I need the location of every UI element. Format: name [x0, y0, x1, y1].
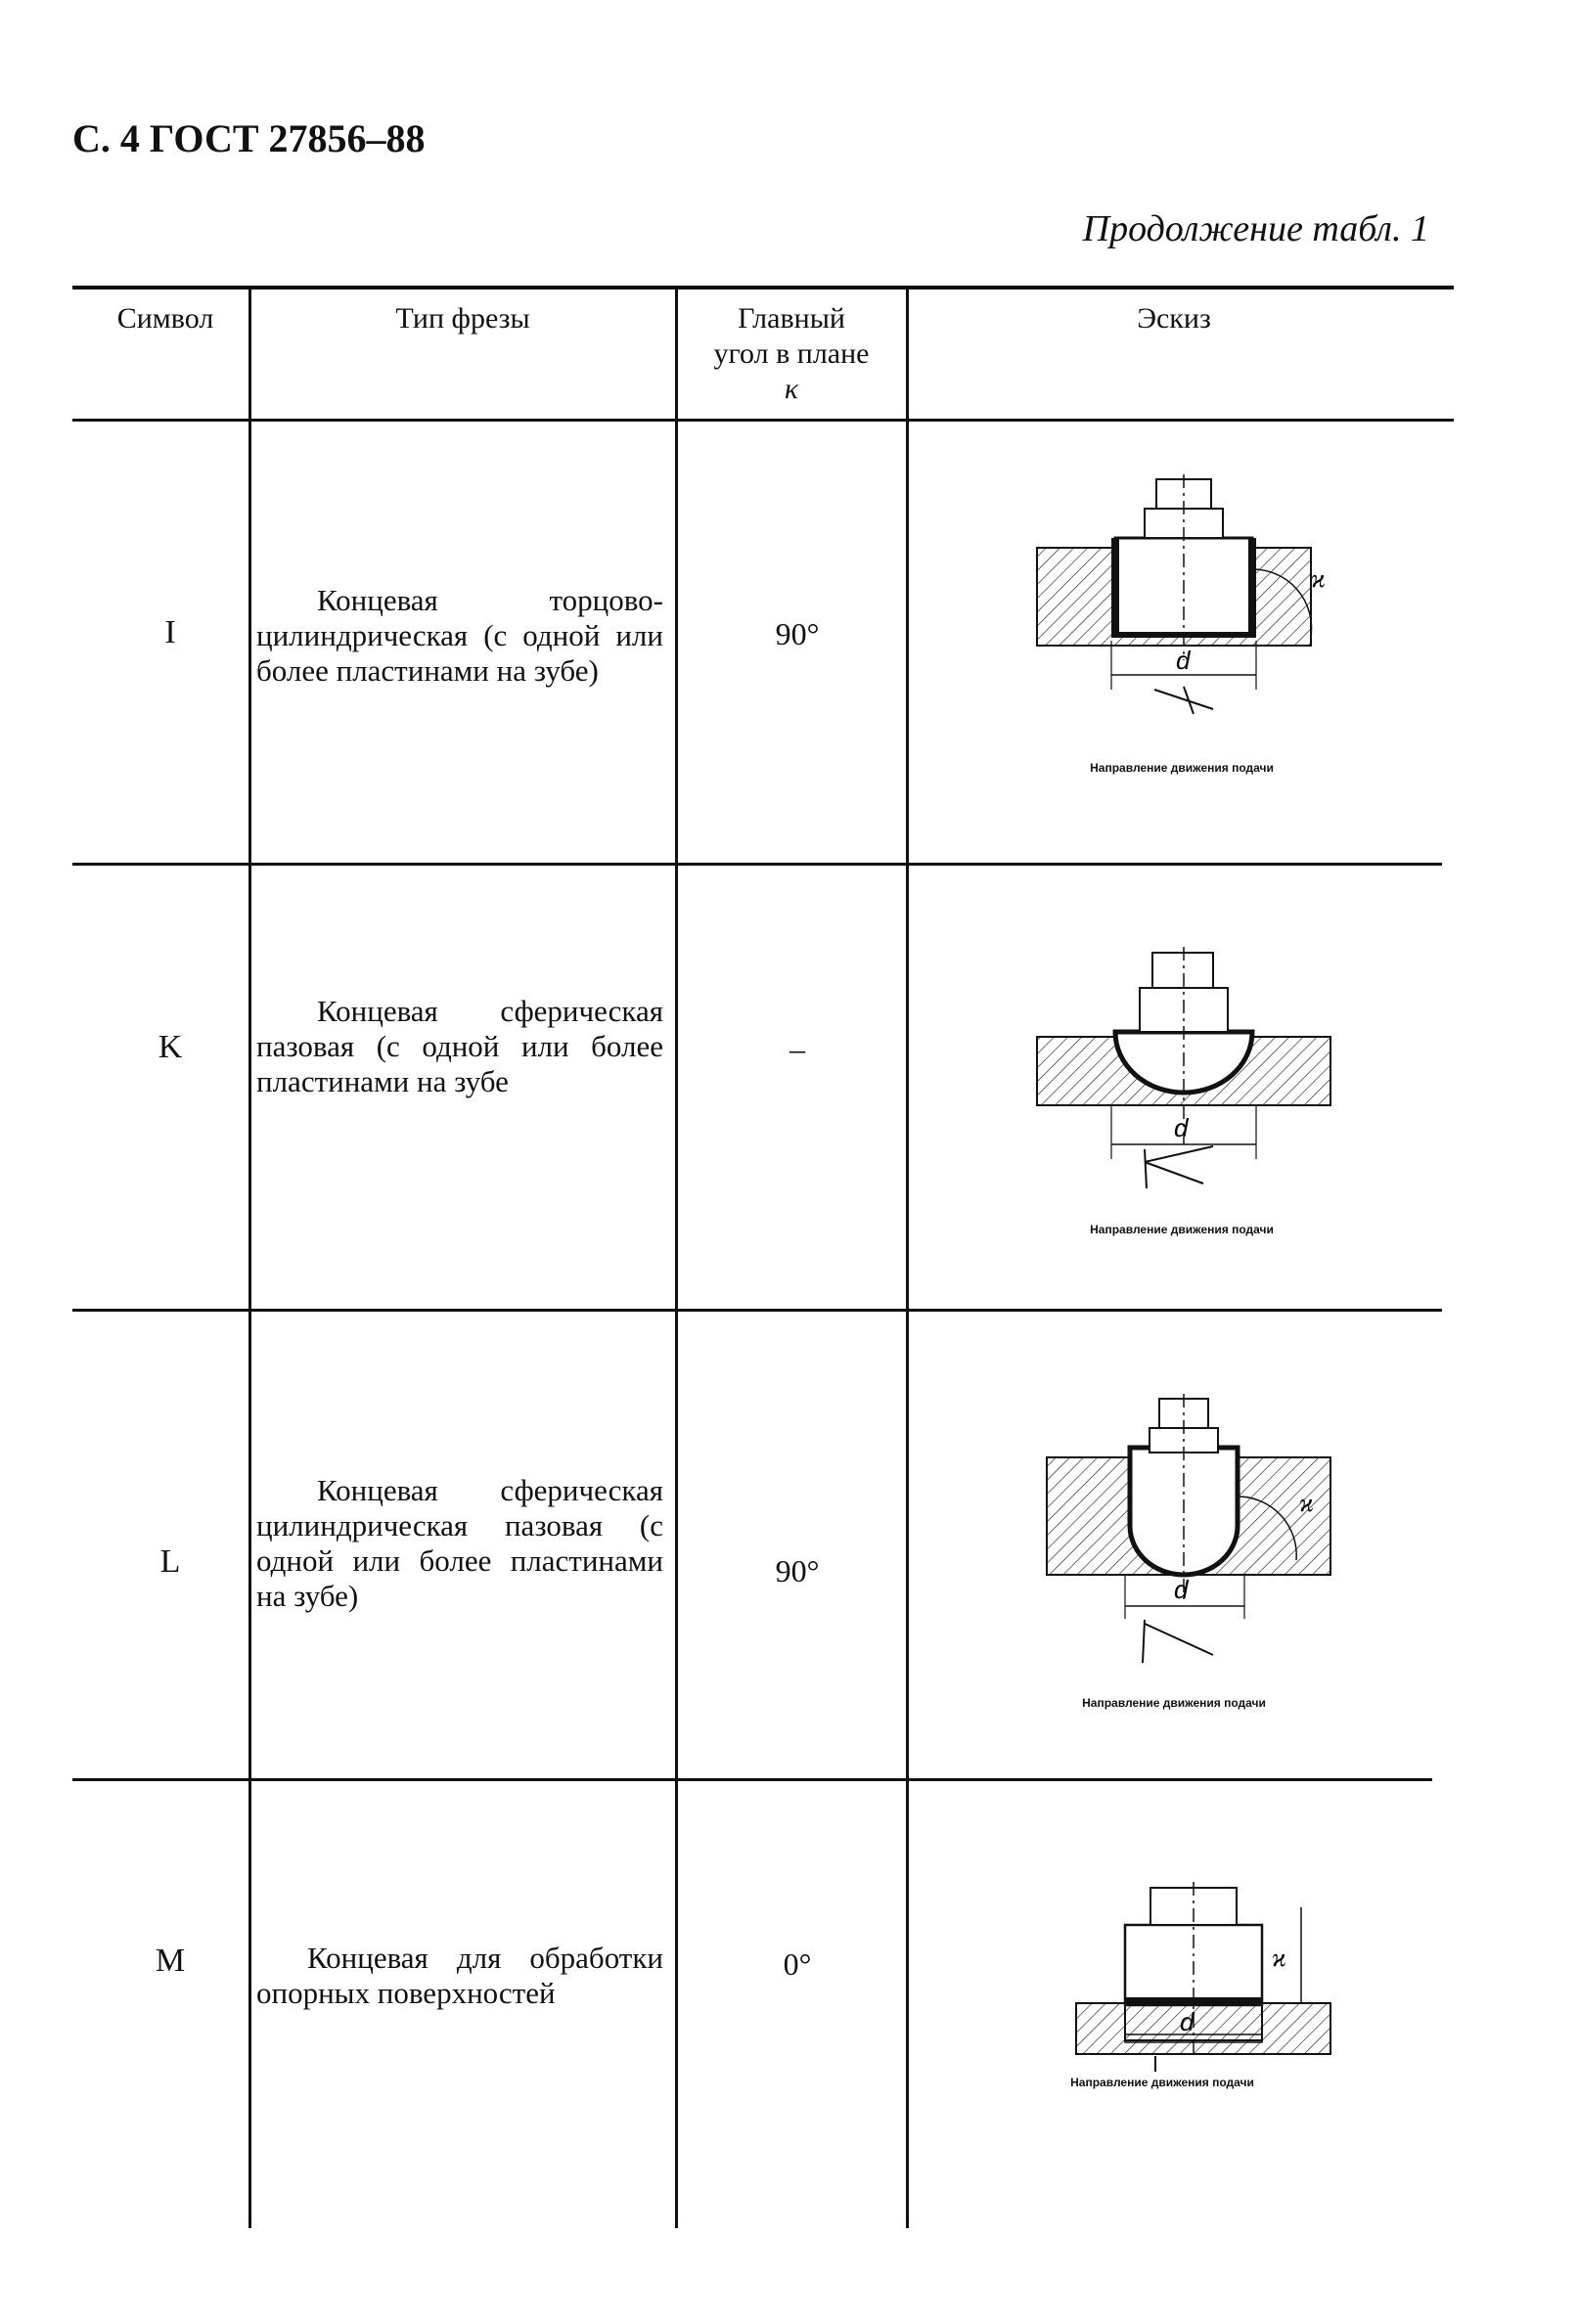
row-1-sketch: ϰ d: [1036, 474, 1326, 714]
column-header-angle-line1: Главный: [738, 302, 845, 335]
row-2-sketch-feed-arrow-2: [1144, 1161, 1204, 1184]
header-bottom-rule: [72, 419, 1454, 422]
row-1-symbol: I: [164, 614, 176, 650]
row-3-angle: 90°: [775, 1553, 820, 1588]
row-4-sketch: ϰ d: [1075, 1882, 1331, 2072]
row-2-sketch-feed-arrow: [1144, 1145, 1214, 1163]
row-divider-1: [72, 863, 1442, 866]
row-2-sketch-dim-label: d: [1174, 1113, 1190, 1142]
row-3-sketch-feed-arrow: [1144, 1623, 1214, 1656]
row-2-sketch-cutter-neck: [1139, 987, 1229, 1033]
row-4-type: Концевая для обработки опорных поверхнос…: [256, 1941, 663, 2010]
table-top-rule: [72, 286, 1454, 290]
row-3-symbol: L: [159, 1543, 181, 1580]
row-4-symbol: M: [155, 1943, 186, 1979]
row-2-type: Концевая сферическая пазовая (с одной ил…: [256, 994, 663, 1098]
row-1-type: Концевая торцово-цилиндрическая (с одной…: [256, 583, 663, 688]
row-2-sketch-caption: Направление движения подачи: [1090, 1223, 1274, 1236]
row-4-sketch-angle-label: ϰ: [1272, 1944, 1286, 1972]
row-1-sketch-insert-left: [1111, 538, 1119, 636]
row-3-sketch-angle-arc: [1237, 1496, 1297, 1561]
row-2-sketch: d: [1036, 947, 1331, 1189]
column-header-angle-symbol: κ: [784, 373, 799, 405]
column-rule-3: [906, 286, 909, 2228]
row-3-type: Концевая сферическая цилиндрическая пазо…: [256, 1473, 663, 1613]
row-4-sketch-caption: Направление движения подачи: [1070, 2076, 1254, 2089]
row-3-sketch-dim-label: d: [1174, 1575, 1190, 1604]
row-1-sketch-feed-arrow-2: [1183, 686, 1195, 714]
row-divider-3: [72, 1778, 1432, 1781]
row-2-sketch-feed-arrow-3: [1144, 1148, 1148, 1189]
row-4-angle: 0°: [783, 1946, 812, 1982]
table-continuation-note: Продолжение табл. 1: [1082, 208, 1429, 249]
row-1-sketch-angle-label: ϰ: [1311, 564, 1326, 593]
column-header-type: Тип фрезы: [395, 302, 530, 335]
row-4-sketch-dim-label: d: [1180, 2007, 1195, 2036]
page-header: С. 4 ГОСТ 27856–88: [72, 116, 426, 160]
row-1-sketch-insert-right: [1248, 538, 1256, 636]
row-divider-2: [72, 1309, 1442, 1312]
row-3-sketch-feed-arrow-2: [1142, 1619, 1146, 1664]
row-2-sketch-cutter-shank: [1151, 952, 1214, 989]
column-header-sketch: Эскиз: [1137, 302, 1211, 335]
column-rule-2: [675, 286, 678, 2228]
row-1-sketch-angle-arc: [1251, 568, 1313, 637]
row-1-sketch-dim-label: d: [1176, 646, 1192, 675]
row-3-sketch-caption: Направление движения подачи: [1082, 1696, 1266, 1710]
row-1-sketch-caption: Направление движения подачи: [1090, 761, 1274, 775]
column-rule-1: [248, 286, 251, 2228]
column-header-symbol: Символ: [116, 302, 214, 335]
row-4-sketch-workpiece: [1075, 2002, 1331, 2055]
row-3-sketch: ϰ d: [1046, 1394, 1331, 1664]
row-2-symbol: K: [158, 1029, 183, 1065]
row-2-angle: –: [789, 1031, 805, 1066]
row-1-angle: 90°: [775, 616, 820, 651]
column-header-angle-line2: угол в плане: [713, 337, 870, 370]
row-1-sketch-feed-arrow: [1153, 689, 1214, 710]
row-3-sketch-angle-label: ϰ: [1299, 1489, 1314, 1517]
column-header-angle: Главный угол в плане κ: [677, 301, 906, 407]
